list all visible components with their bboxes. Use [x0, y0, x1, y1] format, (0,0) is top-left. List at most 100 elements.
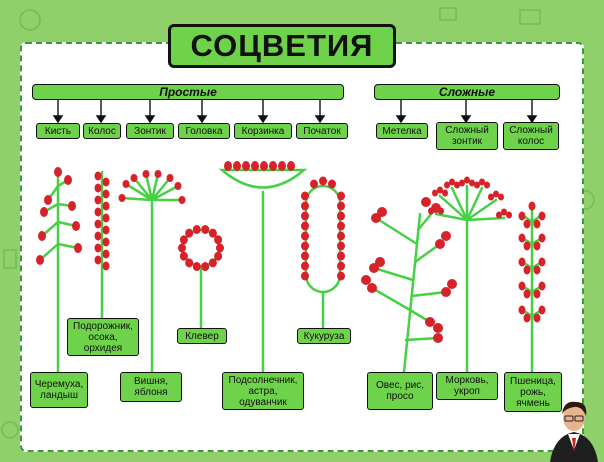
flower-dot	[469, 179, 475, 187]
head-drawing	[181, 228, 221, 330]
flower-dot	[447, 279, 457, 289]
flower-dot	[421, 197, 431, 207]
type-label: Корзинка	[234, 123, 292, 139]
flower-dot	[433, 204, 439, 212]
flower-dot	[94, 219, 102, 229]
type-label: Початок	[296, 123, 348, 139]
flower-dot	[454, 181, 460, 189]
flower-dot	[538, 211, 546, 221]
flower-dot	[185, 258, 194, 268]
flower-dot	[425, 317, 435, 327]
flower-dot	[185, 228, 194, 238]
flower-dot	[178, 243, 186, 253]
flower-dot	[38, 231, 46, 241]
spadix-drawing	[304, 184, 342, 330]
flower-dot	[523, 289, 531, 299]
compound-spike-drawing	[520, 206, 544, 374]
flower-dot	[367, 283, 377, 293]
flower-dot	[538, 281, 546, 291]
hierarchy-arrows	[52, 100, 538, 124]
flower-dot	[94, 243, 102, 253]
flower-dot	[523, 313, 531, 323]
flower-dot	[122, 180, 130, 188]
flower-dot	[278, 161, 286, 171]
flower-dot	[179, 235, 188, 245]
flower-dot	[94, 255, 102, 265]
flower-dot	[533, 219, 541, 229]
flower-dot	[432, 189, 438, 197]
teacher-avatar	[550, 401, 598, 462]
flower-dot	[433, 333, 443, 343]
flower-dot	[328, 179, 336, 189]
flower-dot	[301, 271, 309, 281]
flower-dot	[233, 161, 241, 171]
flower-dot	[523, 219, 531, 229]
flower-dot	[301, 251, 309, 261]
flower-dot	[192, 224, 201, 234]
compound-umbel-drawing	[434, 184, 506, 374]
flower-dot	[337, 221, 345, 231]
type-label: Метелка	[376, 123, 428, 139]
flower-dot	[449, 178, 455, 186]
flower-dot	[301, 231, 309, 241]
example-label: Черемуха, ландыш	[30, 372, 88, 408]
flower-dot	[142, 170, 150, 178]
flower-dot	[64, 175, 72, 185]
flower-dot	[102, 249, 110, 259]
flower-dot	[496, 211, 502, 219]
flower-dot	[102, 261, 110, 271]
flower-dot	[493, 190, 499, 198]
flower-dot	[36, 255, 44, 265]
flower-dot	[533, 289, 541, 299]
flower-dot	[94, 171, 102, 181]
flower-dot	[224, 161, 232, 171]
flower-dot	[441, 231, 451, 241]
flower-dot	[441, 287, 451, 297]
flower-dot	[214, 251, 223, 261]
flower-dot	[201, 224, 210, 234]
type-label: Кисть	[36, 123, 80, 139]
flower-dot	[433, 323, 443, 333]
group-complex-bar: Сложные	[374, 84, 560, 100]
flower-dot	[533, 265, 541, 275]
group-simple-bar: Простые	[32, 84, 344, 100]
type-label: Сложный колос	[503, 122, 559, 150]
flower-dot	[528, 201, 536, 211]
flower-dot	[301, 261, 309, 271]
flower-dot	[337, 191, 345, 201]
flower-dot	[518, 281, 526, 291]
example-label: Кукуруза	[297, 328, 351, 344]
flower-dot	[518, 257, 526, 267]
flower-dot	[54, 167, 62, 177]
flower-dot	[518, 233, 526, 243]
flower-dot	[201, 262, 210, 272]
flower-dot	[166, 174, 174, 182]
flower-dot	[174, 182, 182, 190]
flower-dot	[242, 161, 250, 171]
flower-dot	[488, 193, 494, 201]
flower-dot	[94, 195, 102, 205]
flower-dot	[310, 179, 318, 189]
type-label: Головка	[178, 123, 230, 139]
flower-dot	[533, 313, 541, 323]
flower-dot	[442, 189, 448, 197]
flower-dot	[178, 196, 186, 204]
flower-dot	[102, 213, 110, 223]
flower-dot	[301, 221, 309, 231]
flower-dot	[444, 181, 450, 189]
flower-dot	[192, 262, 201, 272]
flower-dot	[506, 211, 512, 219]
flower-dot	[301, 211, 309, 221]
flower-dot	[375, 257, 385, 267]
flower-dot	[464, 176, 470, 184]
flower-dot	[538, 257, 546, 267]
flower-dot	[498, 193, 504, 201]
type-label: Сложный зонтик	[436, 122, 498, 150]
example-label: Пшеница, рожь, ячмень	[504, 372, 562, 412]
type-label: Зонтик	[126, 123, 174, 139]
flower-dot	[518, 211, 526, 221]
flower-dot	[94, 231, 102, 241]
page-title: СОЦВЕТИЯ	[168, 24, 396, 68]
flower-dot	[214, 235, 223, 245]
